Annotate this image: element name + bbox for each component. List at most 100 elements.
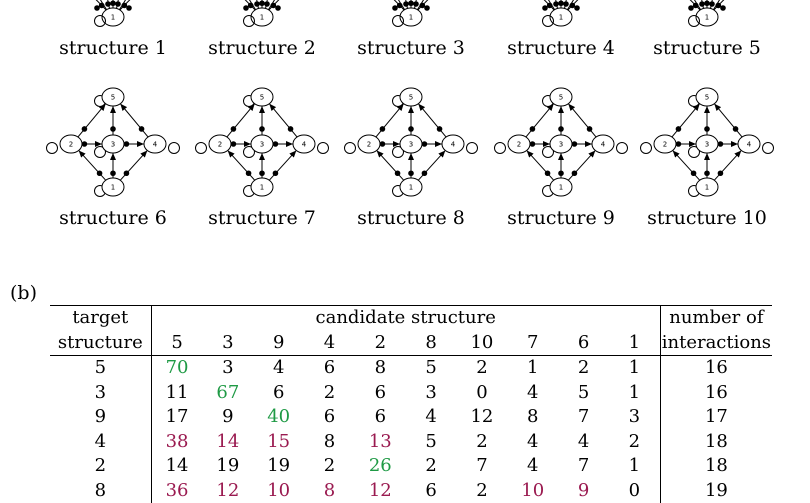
interaction-dot [676,126,682,132]
self-loop [617,143,628,154]
node-2: 2 [654,135,676,153]
value-cell: 2 [406,454,457,479]
value-cell: 10 [507,479,558,503]
value-cell: 1 [609,356,660,381]
edge [673,150,700,180]
value-cell: 6 [406,479,457,503]
node-5: 5 [550,88,572,106]
interaction-dot [408,170,414,176]
interactions-cell: 19 [660,479,772,503]
value-cell: 6 [304,356,355,381]
self-loop [318,143,329,154]
interaction-dot [691,170,697,176]
structure-caption-bottom-2: structure 7 [208,209,316,228]
node-5: 5 [251,88,273,106]
interactions-cell: 18 [660,454,772,479]
node-label: 2 [517,141,521,149]
self-loop [47,143,58,154]
edge [527,150,554,180]
structure-diagram-3: 1 [383,0,439,27]
interaction-dot [553,1,559,7]
value-cell: 2 [457,430,508,455]
node-4: 4 [442,135,464,153]
edge [376,104,404,138]
node-label: 1 [559,184,563,192]
value-cell: 17 [151,405,202,430]
node-label: 4 [153,141,158,149]
interaction-dot [545,170,551,176]
interaction-dot [574,5,580,11]
node-label: 2 [367,141,371,149]
node-2: 2 [508,135,530,153]
candidate-col-header: 5 [151,331,202,356]
interaction-dot [105,1,111,7]
node-label: 2 [218,141,222,149]
interactions-header: number of [660,306,772,331]
candidate-col-header: 4 [304,331,355,356]
interaction-dot [704,0,710,6]
structure-diagram-2: 1 [234,0,290,27]
node-label: 1 [260,14,264,22]
node-5: 5 [696,88,718,106]
node-4: 4 [738,135,760,153]
node-label: 2 [663,141,667,149]
interaction-dot [243,5,249,11]
structure-caption-bottom-5: structure 10 [647,209,767,228]
target-header-2: structure [50,331,151,356]
self-loop [169,143,180,154]
interaction-dot [97,170,103,176]
node-1: 1 [251,178,273,196]
node-label: 1 [409,184,413,192]
interaction-dot [424,5,430,11]
target-cell: 4 [50,430,151,455]
candidate-col-header: 6 [558,331,609,356]
interaction-dot [110,0,116,6]
node-label: 4 [302,141,307,149]
value-cell: 7 [558,454,609,479]
value-cell: 19 [253,454,304,479]
node-label: 5 [409,94,413,102]
value-cell: 0 [609,479,660,503]
self-loop [641,143,652,154]
interaction-dot [275,5,281,11]
value-cell: 1 [609,454,660,479]
value-cell: 1 [507,356,558,381]
target-cell: 2 [50,454,151,479]
interaction-dot [530,126,536,132]
node-label: 4 [747,141,752,149]
interactions-cell: 18 [660,430,772,455]
interaction-dot [288,126,294,132]
interaction-dot [259,126,265,132]
interaction-dot [94,5,100,11]
target-cell: 3 [50,381,151,406]
node-1: 1 [400,178,422,196]
self-loop [763,143,774,154]
structure-caption-bottom-4: structure 9 [507,209,615,228]
value-cell: 40 [253,405,304,430]
node-3: 3 [550,135,572,153]
edge [714,104,742,138]
interaction-dot [259,170,265,176]
node-label: 3 [409,141,413,149]
interaction-dot [413,1,419,7]
edge [120,104,148,138]
value-cell: 1 [609,381,660,406]
value-cell: 7 [558,405,609,430]
interaction-dot [110,126,116,132]
node-label: 5 [260,94,264,102]
interaction-dot [115,1,121,7]
value-cell: 2 [609,430,660,455]
structure-caption-top-2: structure 2 [208,39,316,58]
value-cell: 13 [355,430,406,455]
value-cell: 3 [609,405,660,430]
value-cell: 19 [202,454,253,479]
node-label: 5 [111,94,115,102]
value-cell: 4 [507,454,558,479]
value-cell: 8 [304,479,355,503]
interaction-dot [408,126,414,132]
value-cell: 8 [507,405,558,430]
